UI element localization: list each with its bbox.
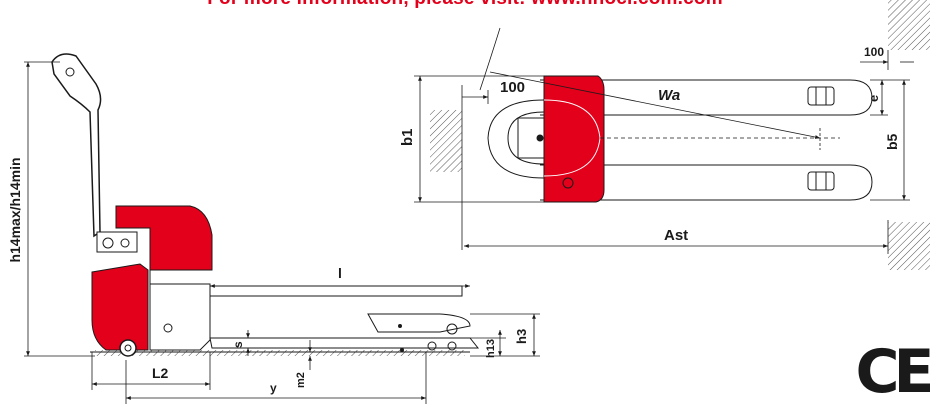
fork-raised — [367, 313, 471, 333]
ce-mark: CE — [855, 337, 930, 404]
fork-top-left — [540, 79, 873, 116]
side-view — [51, 53, 480, 357]
label-m2: m2 — [295, 372, 307, 388]
drive-wheel — [119, 339, 137, 357]
label-ast: Ast — [664, 227, 688, 244]
label-h13: h13 — [485, 339, 497, 358]
wall-hatch-top-right — [888, 0, 930, 50]
label-b5: b5 — [884, 133, 900, 150]
roller-2 — [807, 171, 835, 191]
label-wa: Wa — [658, 87, 680, 104]
wall-hatch-bottom-right — [888, 222, 930, 270]
tiller-handle — [51, 53, 102, 238]
drive-body — [149, 228, 211, 351]
fork-lower — [209, 337, 480, 349]
body-button — [163, 323, 173, 333]
label-100-left: 100 — [500, 79, 525, 96]
label-b1: b1 — [399, 128, 416, 146]
front-panel — [91, 263, 149, 351]
fork-top-right — [540, 164, 873, 201]
label-l: l — [338, 265, 342, 281]
info-banner: For more information, please visit: www.… — [0, 0, 930, 10]
label-y: y — [270, 381, 277, 395]
label-h14: h14max/h14min — [7, 157, 23, 262]
label-e: e — [866, 95, 881, 102]
label-s: s — [231, 341, 245, 348]
label-l2: L2 — [152, 365, 169, 381]
top-dimensions — [414, 27, 914, 254]
wall-hatch-left — [430, 110, 462, 172]
fork-top — [210, 285, 463, 297]
handle-knob — [65, 67, 75, 77]
floor-hatch — [95, 350, 465, 356]
roller-1 — [807, 86, 835, 106]
label-100-right: 100 — [864, 45, 884, 59]
chassis-top — [543, 75, 605, 203]
side-dimensions — [24, 61, 540, 404]
tiller-arc — [487, 99, 545, 179]
top-view — [430, 0, 930, 270]
label-h3: h3 — [514, 329, 529, 344]
pivot-point — [536, 134, 544, 142]
